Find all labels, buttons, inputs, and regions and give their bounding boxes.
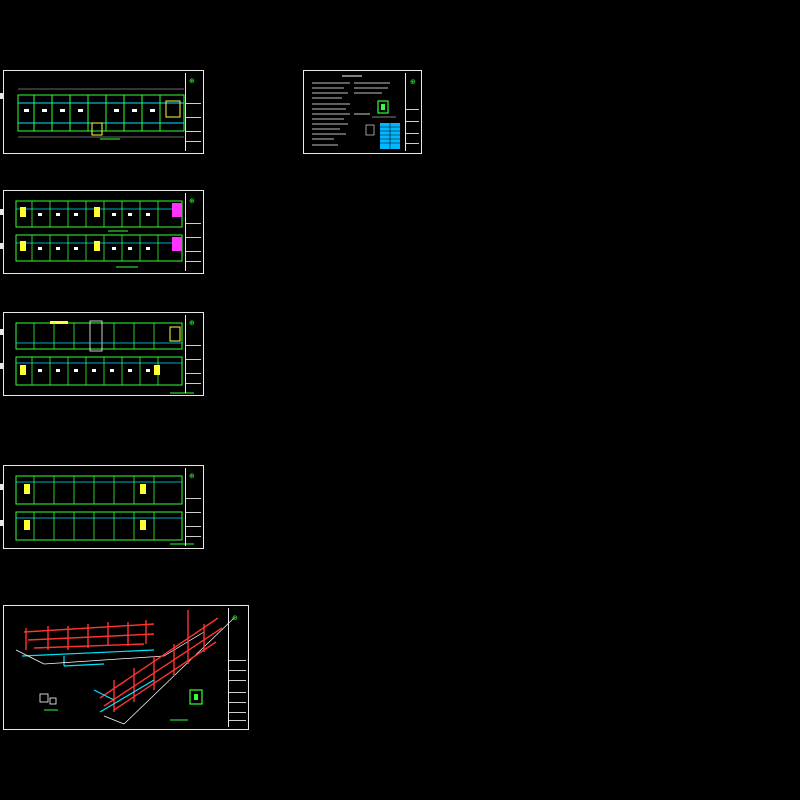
title-block-row — [186, 251, 201, 252]
title-block: ⊕ — [185, 315, 201, 393]
floor-plan-drawing — [15, 320, 194, 394]
drawing-sheet-5[interactable]: ⊕ — [0, 465, 204, 549]
title-block-row — [229, 712, 246, 713]
compass-icon: ⊕ — [189, 319, 195, 327]
title-block-row — [186, 141, 201, 142]
drawing-sheet-2[interactable]: ⊕ — [303, 70, 422, 154]
title-block-row — [186, 373, 201, 374]
isometric-pipe-diagram — [15, 610, 235, 725]
margin-tick — [0, 484, 3, 490]
margin-tick — [0, 363, 3, 369]
title-block-row — [186, 536, 201, 537]
title-block: ⊕ — [228, 608, 246, 727]
title-block-row — [229, 670, 246, 671]
margin-tick — [0, 329, 3, 335]
margin-tick — [0, 93, 3, 99]
title-block-row — [186, 526, 201, 527]
floor-plan-drawing — [15, 200, 183, 268]
title-block-row — [406, 133, 419, 134]
notes-and-legend-drawing — [312, 75, 400, 149]
title-block: ⊕ — [185, 193, 201, 271]
floor-plan-drawing — [17, 88, 185, 140]
title-block-row — [186, 223, 201, 224]
title-block-row — [186, 131, 201, 132]
title-block-row — [406, 121, 419, 122]
title-block-row — [186, 103, 201, 104]
compass-icon: ⊕ — [232, 614, 238, 622]
compass-icon: ⊕ — [410, 78, 416, 86]
title-block-row — [186, 359, 201, 360]
title-block-row — [229, 660, 246, 661]
margin-tick — [0, 520, 3, 526]
floor-plan-drawing — [15, 475, 194, 545]
title-block: ⊕ — [185, 468, 201, 546]
title-block-row — [186, 383, 201, 384]
drawing-sheet-6[interactable]: ⊕ — [3, 605, 249, 730]
title-block-row — [406, 143, 419, 144]
title-block-row — [186, 261, 201, 262]
title-block: ⊕ — [405, 73, 419, 151]
title-block-row — [186, 117, 201, 118]
title-block-row — [229, 702, 246, 703]
title-block-row — [186, 498, 201, 499]
drawing-sheet-3[interactable]: ⊕ — [0, 190, 204, 274]
compass-icon: ⊕ — [189, 197, 195, 205]
title-block-row — [186, 512, 201, 513]
title-block-row — [229, 680, 246, 681]
title-block-row — [186, 345, 201, 346]
title-block-row — [186, 237, 201, 238]
title-block: ⊕ — [185, 73, 201, 151]
margin-tick — [0, 243, 3, 249]
compass-icon: ⊕ — [189, 472, 195, 480]
title-block-row — [229, 720, 246, 721]
drawing-sheet-4[interactable]: ⊕ — [0, 312, 204, 396]
drawing-sheet-1[interactable]: ⊕ — [0, 70, 204, 154]
compass-icon: ⊕ — [189, 77, 195, 85]
title-block-row — [406, 109, 419, 110]
title-block-row — [229, 692, 246, 693]
margin-tick — [0, 209, 3, 215]
